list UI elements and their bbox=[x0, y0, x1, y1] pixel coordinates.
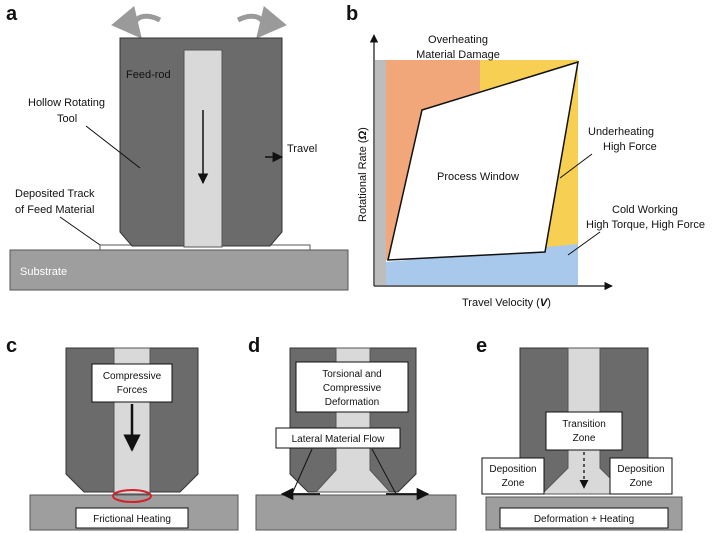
panel-c-letter: c bbox=[6, 335, 17, 357]
compressive-label-line2: Forces bbox=[117, 385, 148, 396]
panel-d: d Torsional and Compressive Deformation … bbox=[248, 335, 457, 531]
process-window-label: Process Window bbox=[437, 171, 519, 183]
panel-c: c Compressive Forces Frictional Heating bbox=[6, 335, 239, 531]
frictional-heating-ring bbox=[112, 489, 152, 503]
x-axis-label: Travel Velocity (V) bbox=[462, 297, 551, 309]
deposition-right-label-line1: Deposition bbox=[617, 464, 664, 475]
transition-label-line1: Transition bbox=[562, 419, 606, 430]
deposition-right-box bbox=[609, 457, 673, 495]
substrate-block bbox=[9, 249, 349, 291]
cold-label-line1: Cold Working bbox=[612, 204, 678, 216]
panel-a-letter: a bbox=[6, 3, 18, 25]
panel-b: b Overheating Material Damage Process Wi… bbox=[346, 3, 705, 309]
torsional-box bbox=[295, 361, 409, 413]
torsional-label-line1: Torsional and bbox=[322, 369, 381, 380]
underheating-label-line1: Underheating bbox=[588, 126, 654, 138]
cold-label-line2: High Torque, High Force bbox=[586, 219, 705, 231]
panel-e: e Transition Zone Deposition Zone Deposi… bbox=[476, 335, 683, 531]
cold-working-region-top bbox=[386, 244, 578, 262]
feed-rod-label: Feed-rod bbox=[126, 69, 171, 81]
lateral-leader-left bbox=[291, 448, 313, 495]
overheating-label-line1: Overheating bbox=[428, 34, 488, 46]
panel-e-letter: e bbox=[476, 335, 487, 357]
deposition-right-label-line2: Zone bbox=[630, 478, 653, 489]
compressive-forces-box bbox=[91, 363, 173, 403]
torsional-label-line2: Compressive bbox=[323, 383, 382, 394]
panel-d-letter: d bbox=[248, 335, 260, 357]
deposition-left-box bbox=[481, 457, 545, 495]
deformation-heating-label: Deformation + Heating bbox=[534, 514, 634, 525]
panel-a: a Substrate Feed-rod Travel Hollow Rotat… bbox=[6, 3, 349, 291]
panel-b-letter: b bbox=[346, 3, 358, 25]
deformation-heating-box bbox=[499, 507, 669, 529]
lateral-flow-box bbox=[275, 427, 401, 449]
substrate-d bbox=[255, 494, 457, 531]
deposition-left-label-line2: Zone bbox=[502, 478, 525, 489]
frictional-heating-box bbox=[75, 507, 189, 529]
axis-strip bbox=[375, 60, 386, 285]
rotation-arrow-right-icon bbox=[236, 5, 287, 39]
torsional-label-line3: Deformation bbox=[325, 397, 379, 408]
transition-label-line2: Zone bbox=[573, 433, 596, 444]
underheating-label-line2: High Force bbox=[603, 141, 657, 153]
feed-rod-d bbox=[314, 347, 392, 493]
travel-label: Travel bbox=[287, 143, 317, 155]
frictional-heating-label: Frictional Heating bbox=[93, 514, 171, 525]
deposit-leader-line bbox=[59, 216, 101, 246]
lateral-flow-label: Lateral Material Flow bbox=[292, 434, 386, 445]
cold-leader-line bbox=[567, 231, 601, 256]
substrate-label: Substrate bbox=[20, 266, 67, 278]
tool-label-line2: Tool bbox=[57, 113, 77, 125]
transition-zone-box bbox=[545, 411, 623, 451]
deposit-label-line1: Deposited Track bbox=[15, 188, 95, 200]
compressive-label-line1: Compressive bbox=[103, 371, 162, 382]
deposition-left-label-line1: Deposition bbox=[489, 464, 536, 475]
overheating-label-line2: Material Damage bbox=[416, 49, 500, 61]
y-axis-label: Rotational Rate (Ω) bbox=[357, 127, 369, 222]
rotation-arrow-left-icon bbox=[111, 5, 162, 39]
tool-leader-line bbox=[85, 125, 141, 169]
deposit-label-line2: of Feed Material bbox=[15, 204, 94, 216]
lateral-leader-right bbox=[371, 448, 397, 495]
underheating-leader-line bbox=[559, 153, 593, 179]
process-window bbox=[387, 60, 579, 261]
tool-label-line1: Hollow Rotating bbox=[28, 97, 105, 109]
